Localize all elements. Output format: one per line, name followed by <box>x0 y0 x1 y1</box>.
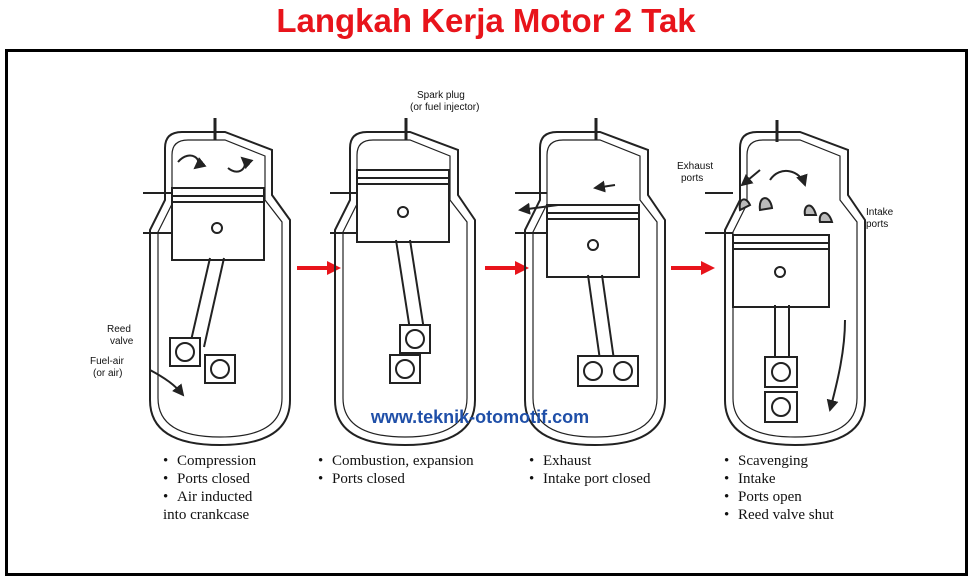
stage-2-step: Ports closed <box>318 470 474 488</box>
stage-4-step: Intake <box>724 470 834 488</box>
stage-arrow-2 <box>485 261 529 275</box>
stage-2-steps: Combustion, expansion Ports closed <box>318 452 474 488</box>
engine-stage-2 <box>330 118 476 447</box>
stage-4-step: Ports open <box>724 488 834 506</box>
spark-plug-label-1: Spark plug <box>417 90 465 101</box>
spark-plug-label-2: (or fuel injector) <box>410 102 479 113</box>
reed-valve-label-1: Reed <box>107 324 131 335</box>
stage-1-step: Ports closed <box>163 470 256 488</box>
stage-4-step: Scavenging <box>724 452 834 470</box>
fuel-air-label-1: Fuel-air <box>90 356 125 367</box>
stage-2-step: Combustion, expansion <box>318 452 474 470</box>
stage-arrow-3 <box>671 261 715 275</box>
stage-3-steps: Exhaust Intake port closed <box>529 452 650 488</box>
intake-ports-label-1: Intake <box>866 207 894 218</box>
stage-1-step: Air inducted <box>163 488 256 506</box>
fuel-air-label-2: (or air) <box>93 368 122 379</box>
stage-1-step: Compression <box>163 452 256 470</box>
engine-stage-1 <box>143 118 291 447</box>
engine-stage-4 <box>705 120 866 447</box>
page-title: Langkah Kerja Motor 2 Tak <box>276 2 696 39</box>
exhaust-ports-label-1: Exhaust <box>677 161 713 172</box>
stage-3-step: Exhaust <box>529 452 650 470</box>
stage-3-step: Intake port closed <box>529 470 650 488</box>
stage-4-step: Reed valve shut <box>724 506 834 524</box>
intake-ports-label-2: ports <box>866 219 888 230</box>
reed-valve-label-2: valve <box>110 336 134 347</box>
stage-1-steps: Compression Ports closed Air inducted in… <box>163 452 256 524</box>
stage-4-steps: Scavenging Intake Ports open Reed valve … <box>724 452 834 524</box>
exhaust-ports-label-2: ports <box>681 173 703 184</box>
engine-stage-3 <box>515 118 666 447</box>
stage-1-step: into crankcase <box>163 507 250 523</box>
diagram-frame <box>5 49 968 576</box>
watermark: www.teknik-otomotif.com <box>370 407 590 427</box>
